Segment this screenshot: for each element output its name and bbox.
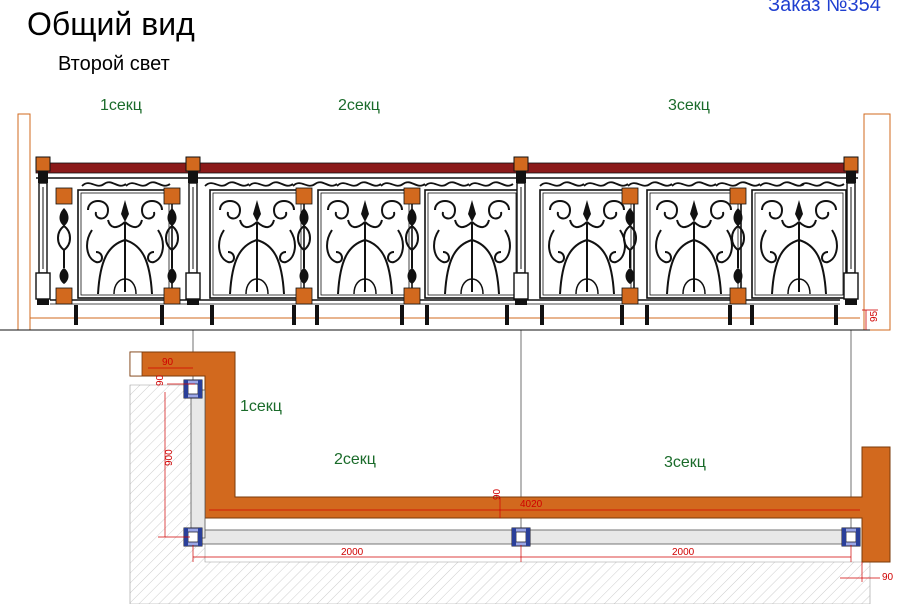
plan-view: 90 90 900 90 4020 2000 2000 90 bbox=[129, 351, 894, 604]
dim-small: 90 bbox=[492, 488, 503, 500]
plan-section-3-label: 3секц bbox=[664, 454, 706, 471]
order-number: Заказ №354 bbox=[768, 0, 881, 16]
wall-right bbox=[863, 113, 891, 331]
dim-corner: 90 bbox=[155, 374, 166, 386]
wall-left bbox=[17, 113, 31, 331]
dim-right-end: 90 bbox=[882, 572, 894, 583]
wooden-slab bbox=[129, 351, 891, 563]
dim-vertical: 900 bbox=[164, 449, 175, 466]
plan-section-1-label: 1секц bbox=[240, 398, 282, 415]
elevation-section-3-label: 3секц bbox=[668, 97, 710, 114]
handrail bbox=[35, 162, 859, 174]
dim-span-left: 2000 bbox=[341, 547, 364, 558]
elevation-side-dim: 95 bbox=[869, 310, 880, 322]
page-subtitle: Второй свет bbox=[58, 53, 170, 75]
railing-feet bbox=[74, 305, 838, 325]
page-title: Общий вид bbox=[27, 6, 195, 42]
elevation-view: 95 bbox=[0, 113, 891, 331]
dim-span-right: 2000 bbox=[672, 547, 695, 558]
plan-section-2-label: 2секц bbox=[334, 451, 376, 468]
dim-top-width: 90 bbox=[162, 357, 174, 368]
dim-total: 4020 bbox=[520, 499, 543, 510]
elevation-section-1-label: 1секц bbox=[100, 97, 142, 114]
elevation-section-2-label: 2секц bbox=[338, 97, 380, 114]
